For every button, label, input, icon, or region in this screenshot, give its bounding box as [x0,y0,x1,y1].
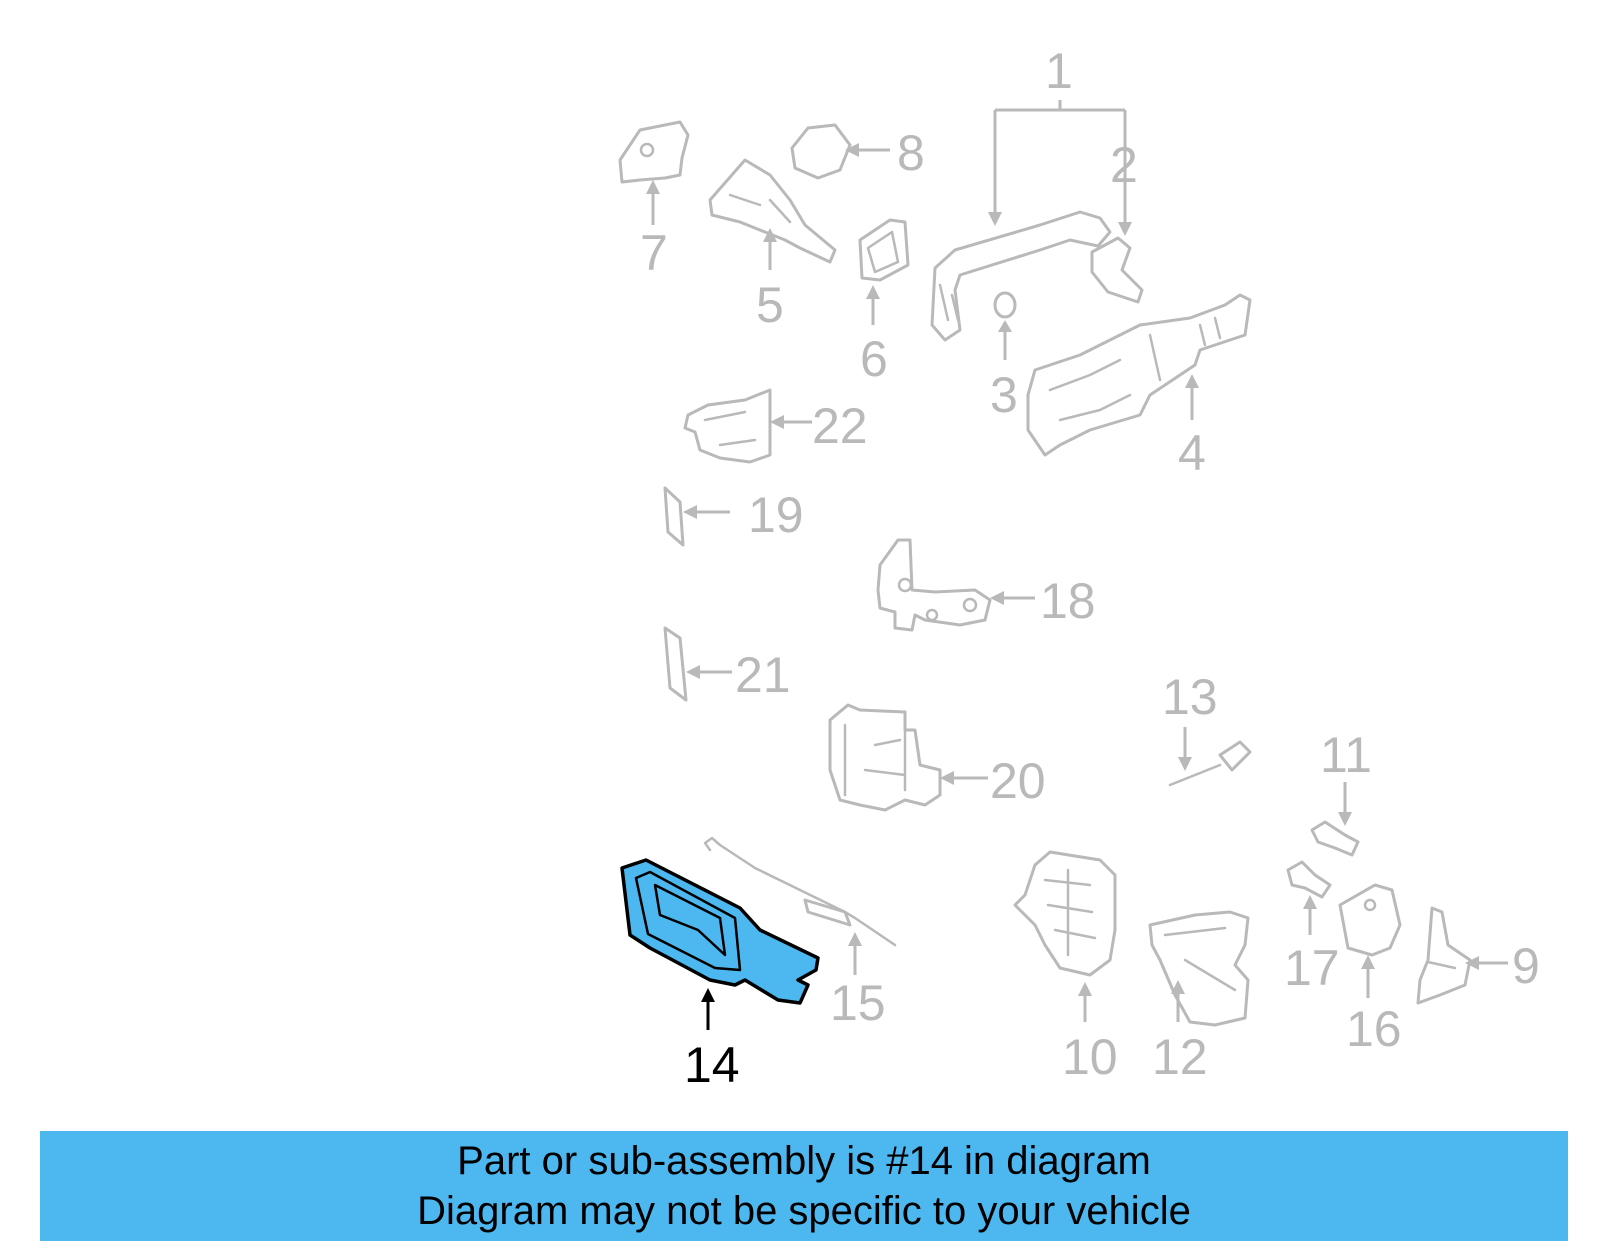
part-4-handle-frame[interactable] [1026,293,1252,457]
callout-1-leader [988,100,1125,226]
callout-9-leader [1465,956,1508,970]
callout-18: 18 [1040,573,1096,629]
callout-16-leader [1361,955,1375,998]
callout-20-leader [940,771,988,785]
callout-4: 4 [1178,425,1206,481]
banner-line-2: Diagram may not be specific to your vehi… [417,1189,1191,1233]
part-20-hinge-lower[interactable] [828,703,942,812]
info-banner: Part or sub-assembly is #14 in diagram D… [40,1131,1568,1241]
part-1-outer-handle[interactable] [930,210,1112,342]
callout-6-leader [866,285,880,325]
part-17-screw[interactable] [1286,860,1332,899]
callout-10: 10 [1062,1029,1118,1085]
callout-8-leader [845,143,890,157]
callout-13: 13 [1162,669,1218,725]
part-19-shim[interactable] [663,486,685,547]
callout-22: 22 [812,398,868,454]
part-13-pin[interactable] [1168,740,1252,787]
callout-11-leader [1338,782,1352,826]
part-22-stopper[interactable] [683,388,772,464]
part-2-gasket[interactable] [1090,236,1144,304]
callout-12-leader [1171,980,1185,1022]
part-15-cable[interactable] [703,836,897,947]
callout-5-leader [763,228,777,270]
part-9-bracket[interactable] [1416,906,1472,1005]
callout-20: 20 [990,753,1046,809]
callout-16: 16 [1346,1001,1402,1057]
callout-11: 11 [1320,727,1372,783]
part-5-lock-cylinder[interactable] [708,158,837,264]
callout-3: 3 [990,367,1018,423]
part-21-shim[interactable] [663,626,688,702]
callout-13-leader [1178,727,1192,771]
callout-15-leader [848,932,862,975]
part-10-latch[interactable] [1013,850,1117,977]
part-8-cover[interactable] [790,123,852,180]
part-3-oring[interactable] [993,291,1017,319]
callout-19: 19 [748,487,804,543]
callout-18-leader [990,591,1035,605]
callout-6: 6 [860,331,888,387]
callout-15: 15 [830,975,886,1031]
callout-1: 1 [1045,43,1073,99]
callout-2-leader [1118,110,1132,236]
part-11-bolt[interactable] [1310,820,1360,857]
callout-14: 14 [684,1037,740,1093]
callout-21: 21 [735,647,791,703]
callout-7-leader [646,180,660,225]
part-6-pad[interactable] [858,218,910,282]
callout-5: 5 [756,277,784,333]
parts-diagram: 1 2 3 4 5 6 [618,43,1540,1093]
callout-12: 12 [1152,1029,1208,1085]
callout-3-leader [998,320,1012,360]
part-12-cover[interactable] [1148,910,1250,1027]
callout-19-leader [683,505,730,519]
callout-9: 9 [1512,938,1540,994]
banner-line-1: Part or sub-assembly is #14 in diagram [457,1139,1151,1183]
callout-14-leader [701,988,715,1030]
callout-21-leader [686,665,732,679]
callout-4-leader [1185,374,1199,420]
part-16-cover[interactable] [1338,883,1402,957]
part-14-inside-handle[interactable] [620,858,820,1005]
callout-17: 17 [1284,940,1340,996]
callout-2: 2 [1110,137,1138,193]
callout-17-leader [1303,895,1317,935]
part-7-cap[interactable] [618,120,690,184]
callout-10-leader [1078,982,1092,1022]
callout-22-leader [770,415,812,429]
callout-7: 7 [640,225,668,281]
callout-8: 8 [897,125,925,181]
part-18-hinge[interactable] [876,538,992,632]
